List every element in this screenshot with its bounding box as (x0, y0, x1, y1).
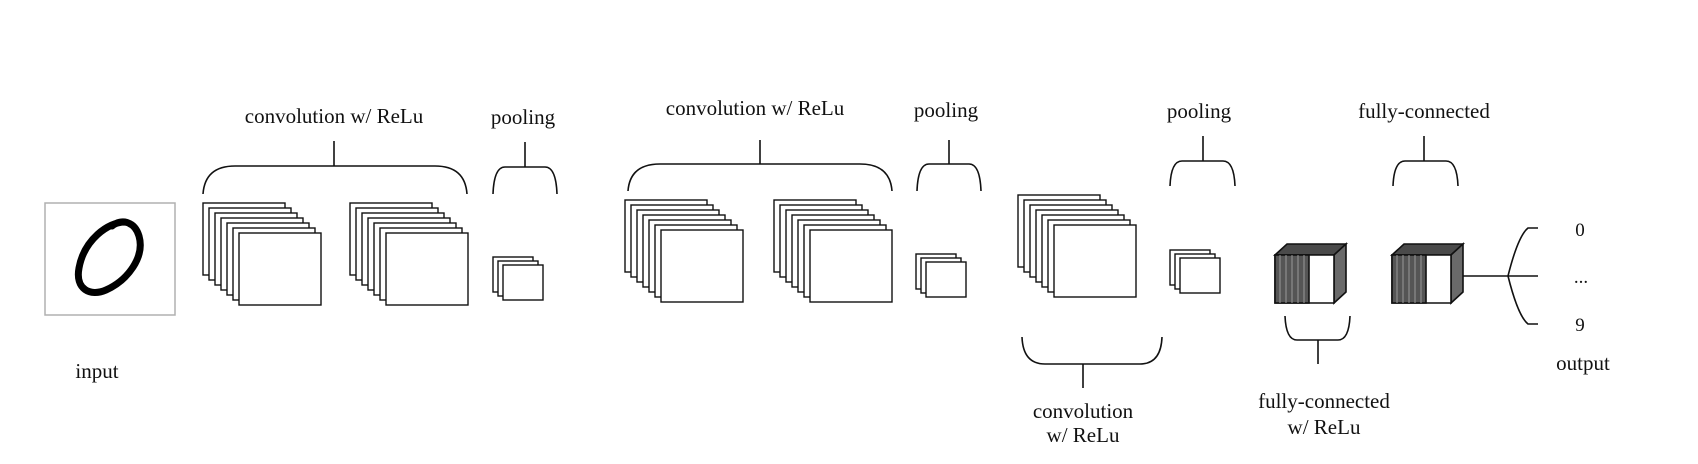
label-pool1: pooling (491, 105, 556, 129)
conv1-stack-b (349, 202, 469, 306)
feature-map-layer (925, 261, 967, 298)
conv1-stack-a (202, 202, 322, 306)
output-class-top: 0 (1575, 220, 1585, 241)
fc1-block (1272, 242, 1349, 305)
label-conv1: convolution w/ ReLu (245, 104, 424, 128)
label-conv3-line1: convolution (1033, 399, 1134, 423)
conv2-stack-b (773, 199, 893, 303)
brace-conv3 (1021, 336, 1163, 388)
output-class-ellipsis: ... (1574, 267, 1588, 288)
brace-pool1 (492, 142, 558, 195)
brace-pool2 (916, 140, 982, 192)
feature-map-layer (809, 229, 893, 303)
conv3-stack (1017, 194, 1137, 298)
fc2-block (1389, 242, 1466, 305)
brace-pool3 (1169, 136, 1236, 187)
label-output: output (1556, 351, 1610, 375)
output-class-bottom: 9 (1575, 315, 1585, 336)
pool3-stack (1169, 249, 1221, 294)
label-pool3: pooling (1167, 99, 1232, 123)
pool2-stack (915, 253, 967, 298)
label-fc1-line1: fully-connected (1258, 389, 1390, 413)
feature-map-layer (502, 264, 544, 301)
pool1-stack (492, 256, 544, 301)
brace-conv2 (627, 140, 893, 192)
label-pool2: pooling (914, 98, 979, 122)
label-fc1-line2: w/ ReLu (1288, 415, 1361, 439)
feature-map-layer (660, 229, 744, 303)
label-conv3-line2: w/ ReLu (1047, 423, 1120, 447)
brace-fc1 (1284, 315, 1351, 364)
label-conv2: convolution w/ ReLu (666, 96, 845, 120)
brace-conv1 (202, 141, 468, 195)
conv2-stack-a (624, 199, 744, 303)
feature-map-layer (385, 232, 469, 306)
label-input: input (75, 359, 118, 383)
feature-map-layer (1053, 224, 1137, 298)
feature-map-layer (238, 232, 322, 306)
label-fc2: fully-connected (1358, 99, 1490, 123)
input-image (44, 202, 176, 316)
brace-fc2 (1392, 136, 1459, 187)
output-connector (1463, 227, 1538, 325)
feature-map-layer (1179, 257, 1221, 294)
